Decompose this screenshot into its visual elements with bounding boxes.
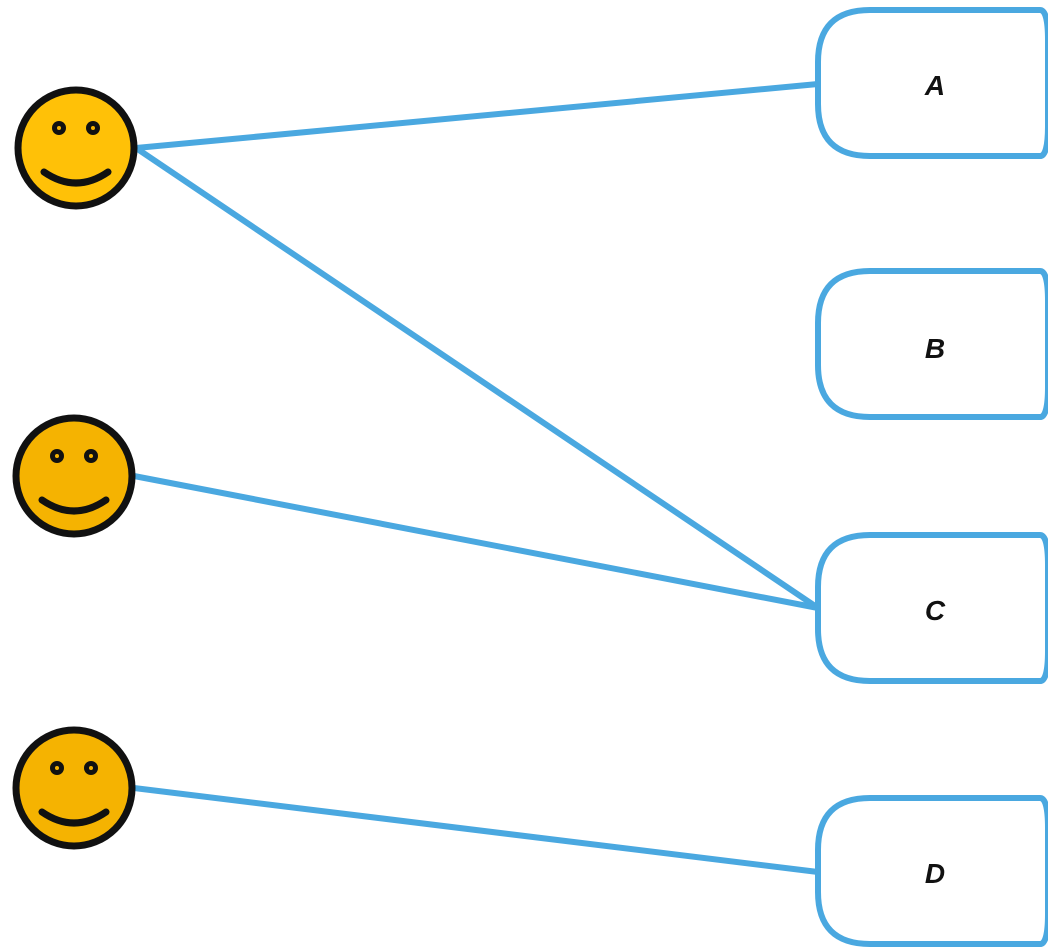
connection-person1-box-c xyxy=(133,145,821,611)
box-d: D xyxy=(815,795,1048,947)
box-c-label: C xyxy=(925,595,946,626)
smiley-face-icon xyxy=(14,86,138,210)
box-a: A xyxy=(815,7,1048,159)
person-1 xyxy=(14,86,138,210)
connection-person3-box-d xyxy=(131,785,821,875)
box-b-label: B xyxy=(925,333,945,364)
box-c: C xyxy=(815,532,1048,684)
box-a-label: A xyxy=(924,70,945,101)
smiley-face-icon xyxy=(12,414,136,538)
connection-person2-box-c xyxy=(131,473,821,611)
box-d-label: D xyxy=(925,858,945,889)
box-b: B xyxy=(815,268,1048,420)
person-2 xyxy=(12,414,136,538)
smiley-face-icon xyxy=(12,726,136,850)
connection-person1-box-a xyxy=(133,81,821,151)
connection-lines xyxy=(131,81,821,875)
person-3 xyxy=(12,726,136,850)
